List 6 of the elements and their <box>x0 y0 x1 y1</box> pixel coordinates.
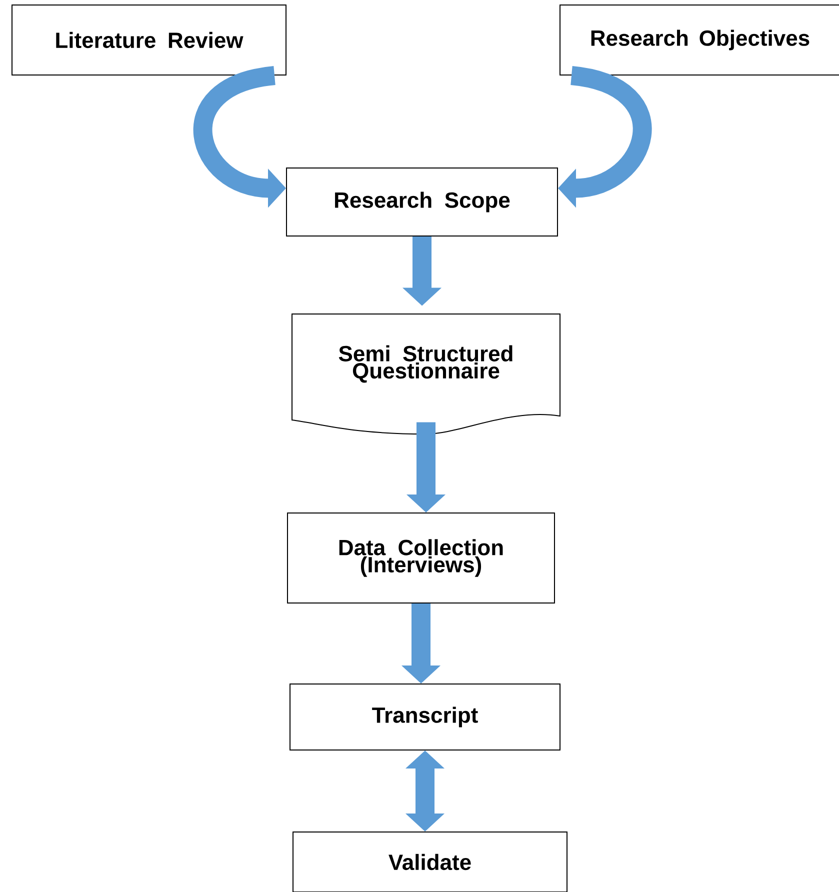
process-box: Data Collection (Interviews) <box>287 512 555 604</box>
process-box: Research Scope <box>286 168 558 236</box>
process-box: Validate <box>292 832 568 892</box>
process-box: Research Objectives <box>560 4 839 76</box>
process-box: Literature Review <box>12 4 286 76</box>
process-box: Transcript <box>290 684 560 750</box>
